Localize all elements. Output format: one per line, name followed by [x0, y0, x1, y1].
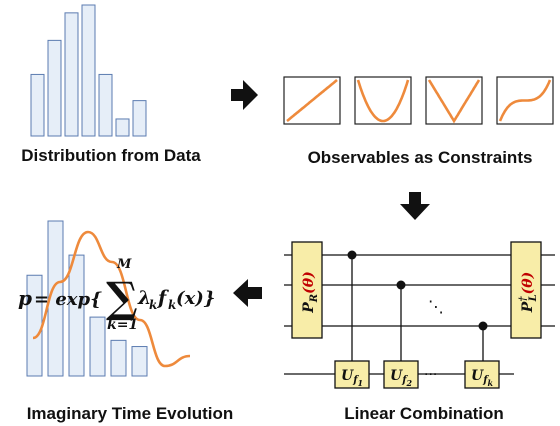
observable-plot-linear — [283, 76, 341, 125]
histogram-bar — [132, 100, 147, 137]
down-arrow — [400, 192, 430, 220]
evolution-bar — [131, 346, 148, 377]
formula-lhs: p — [18, 286, 32, 310]
u-gate-k: Ufk — [464, 360, 500, 389]
u-gate-2: Uf2 — [383, 360, 419, 389]
u2-subsub: 2 — [406, 378, 413, 388]
left-arrow — [233, 279, 262, 307]
caption-observables: Observables as Constraints — [307, 148, 533, 167]
control-dot-2 — [396, 280, 406, 290]
control-dot-1 — [347, 250, 357, 260]
lambda-term: λ — [137, 287, 151, 309]
caption-combination: Linear Combination — [344, 404, 504, 423]
pl-label: P — [520, 301, 536, 313]
pl-sup: † — [518, 296, 529, 302]
quantum-circuit: PR(θ) P†L(θ) ⋱ ··· Uf1 — [284, 241, 555, 389]
horizontal-dots: ··· — [424, 367, 437, 383]
u2-sub: f — [401, 375, 408, 386]
uk-base: U — [471, 368, 484, 384]
data-histogram — [30, 4, 147, 137]
u2-base: U — [390, 368, 403, 384]
pl-sub: L — [528, 294, 539, 302]
histogram-bar — [30, 73, 45, 137]
right-arrow — [231, 80, 258, 110]
u-gate-1: Uf1 — [334, 360, 370, 389]
svg-text:Uf2: Uf2 — [390, 368, 413, 388]
histogram-bar — [98, 73, 113, 137]
evolution-bar — [110, 339, 127, 377]
diagonal-dots: ⋱ — [428, 297, 444, 316]
svg-text:PR(θ): PR(θ) — [301, 271, 320, 313]
u1-sub: f — [352, 375, 359, 386]
caption-evolution: Imaginary Time Evolution — [26, 404, 234, 423]
uk-subsub: k — [488, 378, 494, 388]
pr-sub: R — [309, 294, 320, 303]
formula-exp: = exp{ — [34, 289, 102, 310]
svg-text:P†L(θ): P†L(θ) — [518, 272, 539, 313]
observable-curve — [286, 79, 338, 123]
formula: p = exp{ M ∑ k=1 λ k f k (x)} — [18, 257, 215, 333]
histogram-bar — [81, 4, 96, 137]
pr-arg: (θ) — [301, 271, 317, 294]
f-arg: (x)} — [176, 288, 215, 309]
evolution-curve — [32, 230, 191, 368]
svg-text:Uf1: Uf1 — [341, 368, 363, 388]
lambda-sub: k — [149, 298, 157, 312]
sum-lower: k=1 — [107, 317, 138, 333]
observable-plot-cubic — [496, 76, 554, 125]
observable-plot-absolute — [425, 76, 483, 125]
evolution-bar — [89, 316, 106, 377]
evolution-bars — [26, 220, 148, 377]
sum-upper: M — [116, 257, 132, 272]
histogram-bar — [64, 12, 79, 137]
histogram-bar — [47, 39, 62, 137]
observable-curve — [427, 79, 481, 124]
u1-subsub: 1 — [358, 378, 364, 388]
pr-gate: PR(θ) — [291, 241, 323, 339]
sum-symbol: ∑ — [106, 273, 138, 322]
pr-label: P — [301, 302, 317, 314]
evolution-bar — [68, 254, 85, 377]
histogram-bar — [115, 118, 130, 137]
svg-text:Ufk: Ufk — [471, 368, 494, 388]
caption-data: Distribution from Data — [21, 146, 201, 165]
f-term: f — [156, 287, 169, 309]
pl-gate: P†L(θ) — [510, 241, 542, 339]
u1-base: U — [341, 368, 354, 384]
evolution-bar — [47, 220, 64, 377]
observable-plots — [283, 76, 554, 125]
observable-curve — [498, 79, 552, 122]
control-dot-3 — [478, 321, 488, 331]
uk-sub: f — [482, 375, 489, 386]
f-sub: k — [168, 298, 176, 312]
observable-plot-quadratic — [354, 76, 412, 125]
pl-arg: (θ) — [520, 272, 536, 295]
observable-curve — [356, 79, 410, 123]
